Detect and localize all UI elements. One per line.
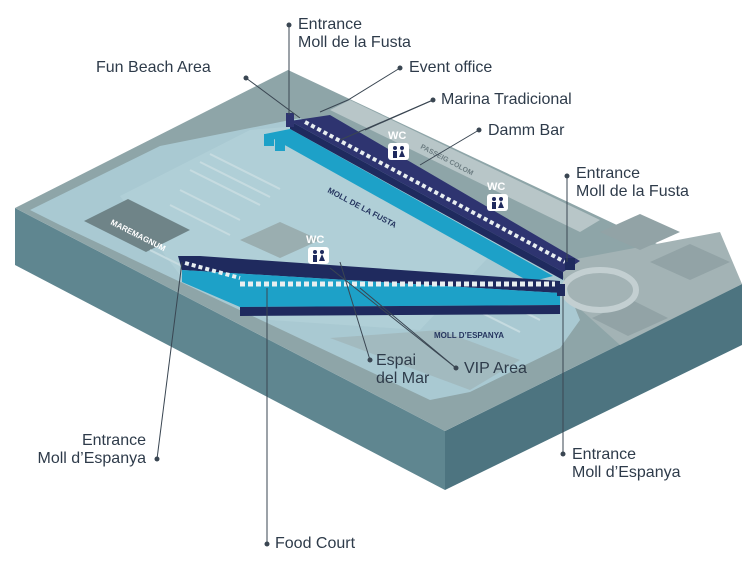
wc-marker-3: WC: [306, 234, 329, 264]
fusta-pier-booths: [304, 120, 566, 264]
espanya-pier-cyan: [182, 270, 560, 307]
leader-marina-2: [364, 99, 434, 131]
city-road: [330, 100, 600, 232]
callout-line2: Moll d’Espanya: [572, 464, 681, 481]
restroom-icon: [487, 194, 508, 211]
wc-marker-2: WC: [487, 181, 508, 211]
leader-damm-bar: [419, 129, 480, 166]
leader-lines: [156, 25, 568, 544]
callout-damm-bar: Damm Bar: [488, 122, 565, 139]
callout-line2: Moll d’Espanya: [37, 450, 147, 467]
leader-vip-1: [329, 267, 457, 369]
callout-espai-del-mar: Espai del Mar: [376, 352, 429, 388]
wc-marker-1: WC: [388, 130, 409, 160]
callout-line2: Moll de la Fusta: [576, 183, 689, 200]
espanya-pier-booths-left: [184, 261, 241, 280]
callout-line2: Moll de la Fusta: [298, 34, 411, 51]
quay-area: [240, 222, 320, 258]
callout-entrance-espanya-left: Entrance Moll d’Espanya: [14, 432, 147, 468]
callout-line1: Entrance: [298, 16, 363, 33]
callout-marina: Marina Tradicional: [441, 91, 572, 108]
callout-vip-area: VIP Area: [464, 360, 527, 377]
map-block-front-side: [445, 284, 742, 490]
event-office-structure: [264, 134, 274, 146]
callout-food-court: Food Court: [275, 535, 356, 552]
fusta-pier-cyan: [265, 129, 553, 282]
fusta-pier-side: [290, 121, 563, 280]
leader-vip-2: [359, 287, 457, 369]
entrance-fusta-gate: [565, 258, 575, 270]
callout-line2: del Mar: [376, 370, 430, 387]
callout-entrance-espanya-right: Entrance Moll d’Espanya: [572, 446, 681, 482]
callout-fun-beach: Fun Beach Area: [96, 59, 211, 76]
wc-label: WC: [487, 181, 505, 193]
espanya-quay-land: [330, 330, 520, 390]
leader-entrance-espanya-left: [156, 261, 183, 460]
map-block-left-side: [15, 208, 445, 490]
fun-beach-structure: [286, 113, 294, 127]
city-block-2: [650, 244, 730, 280]
callout-line1: Entrance: [81, 432, 146, 449]
callout-line1: Entrance: [576, 165, 641, 182]
espanya-pier-side: [240, 305, 560, 316]
maremagnum-building: [84, 199, 190, 252]
restroom-icon: [388, 143, 409, 160]
leader-espai: [339, 261, 371, 361]
callout-line1: Entrance: [572, 446, 637, 463]
city-block-3: [592, 300, 668, 336]
restroom-icon: [308, 247, 329, 264]
event-office-structure-2: [275, 139, 285, 151]
leader-fun-beach: [245, 77, 301, 119]
wc-label: WC: [388, 130, 406, 142]
leader-dots: [154, 22, 570, 547]
moll-despanya-label: MOLL D’ESPANYA: [434, 331, 504, 340]
callout-event-office: Event office: [409, 59, 493, 76]
wc-label: WC: [306, 234, 324, 246]
callout-entrance-fusta-right: Entrance Moll de la Fusta: [576, 165, 689, 201]
city-block-1: [600, 214, 680, 250]
leader-event-office: [319, 67, 401, 113]
callout-entrance-fusta-top: Entrance Moll de la Fusta: [298, 16, 411, 52]
callout-line1: Espai: [376, 352, 417, 369]
entrance-espanya-gate: [557, 284, 565, 296]
